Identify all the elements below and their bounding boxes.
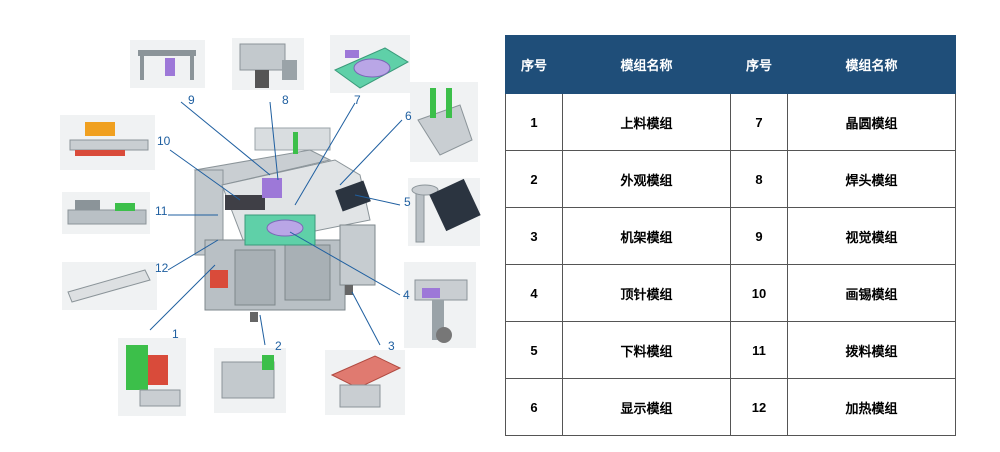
module-3-frame-thumb	[325, 350, 405, 415]
table-header-row: 序号 模组名称 序号 模组名称	[505, 35, 956, 94]
callout-2: 2	[275, 339, 282, 353]
row-index-1: 3	[505, 207, 563, 265]
col-header-name-2: 模组名称	[787, 35, 956, 94]
row-index-2: 12	[730, 378, 788, 436]
module-name: 机架模组	[562, 207, 731, 265]
module-5-unloading-thumb	[408, 178, 481, 246]
module-name: 加热模组	[787, 378, 956, 436]
col-header-index-2: 序号	[730, 35, 788, 94]
row-index-2: 8	[730, 150, 788, 208]
callout-8: 8	[282, 93, 289, 107]
module-name: 下料模组	[562, 321, 731, 379]
module-12-heating-thumb	[62, 262, 157, 310]
machine-exploded-diagram: 9 8 7 6 5 4 10 11 12 1 2 3	[60, 35, 481, 416]
callout-7: 7	[354, 93, 361, 107]
table-row: 4 顶针模组 10 画锡模组	[505, 264, 956, 322]
callout-11: 11	[155, 204, 168, 218]
module-6-display-thumb	[410, 82, 478, 162]
module-1-loading-thumb	[118, 338, 186, 416]
main-machine-assembly	[193, 127, 376, 322]
callout-numbers: 9 8 7 6 5 4 10 11 12 1 2 3	[155, 93, 412, 353]
row-index-2: 9	[730, 207, 788, 265]
module-7-wafer-thumb	[330, 35, 410, 93]
module-name: 晶圆模组	[787, 93, 956, 151]
callout-9: 9	[188, 93, 195, 107]
module-8-welding-head-thumb	[232, 38, 304, 90]
table-row: 2 外观模组 8 焊头模组	[505, 150, 956, 208]
callout-6: 6	[405, 109, 412, 123]
table-row: 5 下料模组 11 拨料模组	[505, 321, 956, 379]
callout-5: 5	[404, 195, 411, 209]
row-index-2: 7	[730, 93, 788, 151]
row-index-1: 1	[505, 93, 563, 151]
col-header-index-1: 序号	[505, 35, 563, 94]
callout-10: 10	[157, 134, 171, 148]
table-row: 1 上料模组 7 晶圆模组	[505, 93, 956, 151]
callout-12: 12	[155, 261, 169, 275]
module-4-ejector-pin-thumb	[404, 262, 476, 348]
module-name: 上料模组	[562, 93, 731, 151]
callout-1: 1	[172, 327, 179, 341]
module-name: 画锡模组	[787, 264, 956, 322]
table-row: 3 机架模组 9 视觉模组	[505, 207, 956, 265]
table-row: 6 显示模组 12 加热模组	[505, 378, 956, 436]
callout-3: 3	[388, 339, 395, 353]
module-name: 拨料模组	[787, 321, 956, 379]
row-index-1: 4	[505, 264, 563, 322]
module-name: 焊头模组	[787, 150, 956, 208]
module-11-material-pushing-thumb	[62, 192, 150, 234]
module-name: 视觉模组	[787, 207, 956, 265]
module-2-appearance-thumb	[214, 348, 286, 413]
row-index-1: 5	[505, 321, 563, 379]
module-name: 显示模组	[562, 378, 731, 436]
module-name: 外观模组	[562, 150, 731, 208]
row-index-2: 10	[730, 264, 788, 322]
module-9-vision-thumb	[130, 40, 205, 88]
leader-lines	[149, 101, 403, 346]
col-header-name-1: 模组名称	[562, 35, 731, 94]
row-index-2: 11	[730, 321, 788, 379]
row-index-1: 2	[505, 150, 563, 208]
row-index-1: 6	[505, 378, 563, 436]
callout-4: 4	[403, 288, 410, 302]
module-10-tin-drawing-thumb	[60, 115, 155, 170]
module-name: 顶针模组	[562, 264, 731, 322]
module-table: 序号 模组名称 序号 模组名称 1 上料模组 7 晶圆模组 2 外观模组 8 焊…	[505, 35, 956, 436]
